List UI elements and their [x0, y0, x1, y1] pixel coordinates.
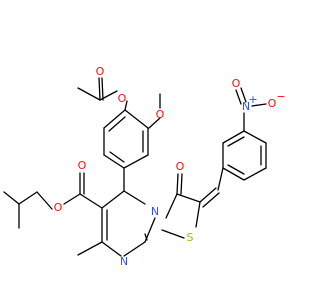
- bond: [165, 193, 178, 219]
- bond: [3, 191, 20, 205]
- atom-nitrogen: N: [242, 100, 250, 113]
- bond: [222, 130, 245, 144]
- bond: [103, 154, 125, 169]
- atom-oxygen: O: [156, 108, 165, 121]
- bond: [99, 90, 118, 101]
- bond: [63, 193, 81, 205]
- bond: [240, 87, 247, 103]
- charge-plus: +: [248, 93, 257, 106]
- bond: [195, 201, 201, 228]
- bond: [235, 89, 242, 105]
- bond: [251, 103, 267, 107]
- bonds: [3, 77, 267, 257]
- bond: [148, 117, 161, 129]
- atom-oxygen: O: [78, 159, 87, 172]
- bond: [101, 241, 122, 257]
- bond: [101, 77, 104, 101]
- bond: [18, 191, 38, 205]
- molecule-canvas: O O O O O O N N S N + O O −: [3, 65, 286, 268]
- bond: [79, 193, 103, 209]
- bond: [227, 136, 245, 147]
- atom-oxygen: O: [54, 201, 63, 214]
- atom-nitrogen: N: [120, 255, 128, 268]
- bond: [36, 191, 53, 210]
- bond: [124, 109, 149, 129]
- bond: [199, 187, 217, 203]
- atom-oxygen: O: [232, 77, 241, 90]
- bond: [98, 77, 101, 101]
- atom-oxygen: O: [118, 92, 127, 105]
- bond: [77, 241, 103, 256]
- atom-oxygen: O: [96, 65, 105, 78]
- bond: [124, 100, 128, 111]
- atom-oxygen: O: [268, 97, 277, 110]
- bond: [123, 154, 149, 169]
- bond: [222, 167, 245, 181]
- bond: [144, 233, 148, 241]
- bond: [180, 173, 183, 195]
- bond: [176, 173, 179, 195]
- charge-minus: −: [276, 90, 285, 103]
- bond: [217, 167, 224, 191]
- structure-diagram: O O O O O O N N S N + O O −: [3, 65, 286, 268]
- bond: [176, 193, 201, 203]
- bond: [77, 87, 101, 101]
- bond: [109, 151, 125, 163]
- bond: [243, 167, 267, 181]
- atom-labels: O O O O O O N N S N + O O −: [54, 65, 286, 268]
- atom-nitrogen: N: [151, 205, 159, 218]
- atom-sulfur: S: [187, 231, 194, 244]
- bond: [243, 130, 267, 144]
- bond: [227, 164, 245, 175]
- atom-oxygen: O: [176, 160, 185, 173]
- bond: [103, 109, 126, 129]
- bond: [123, 190, 146, 205]
- bond: [161, 229, 185, 239]
- bond: [101, 190, 125, 209]
- bond: [123, 241, 146, 257]
- bond: [202, 192, 220, 208]
- bond: [108, 116, 126, 132]
